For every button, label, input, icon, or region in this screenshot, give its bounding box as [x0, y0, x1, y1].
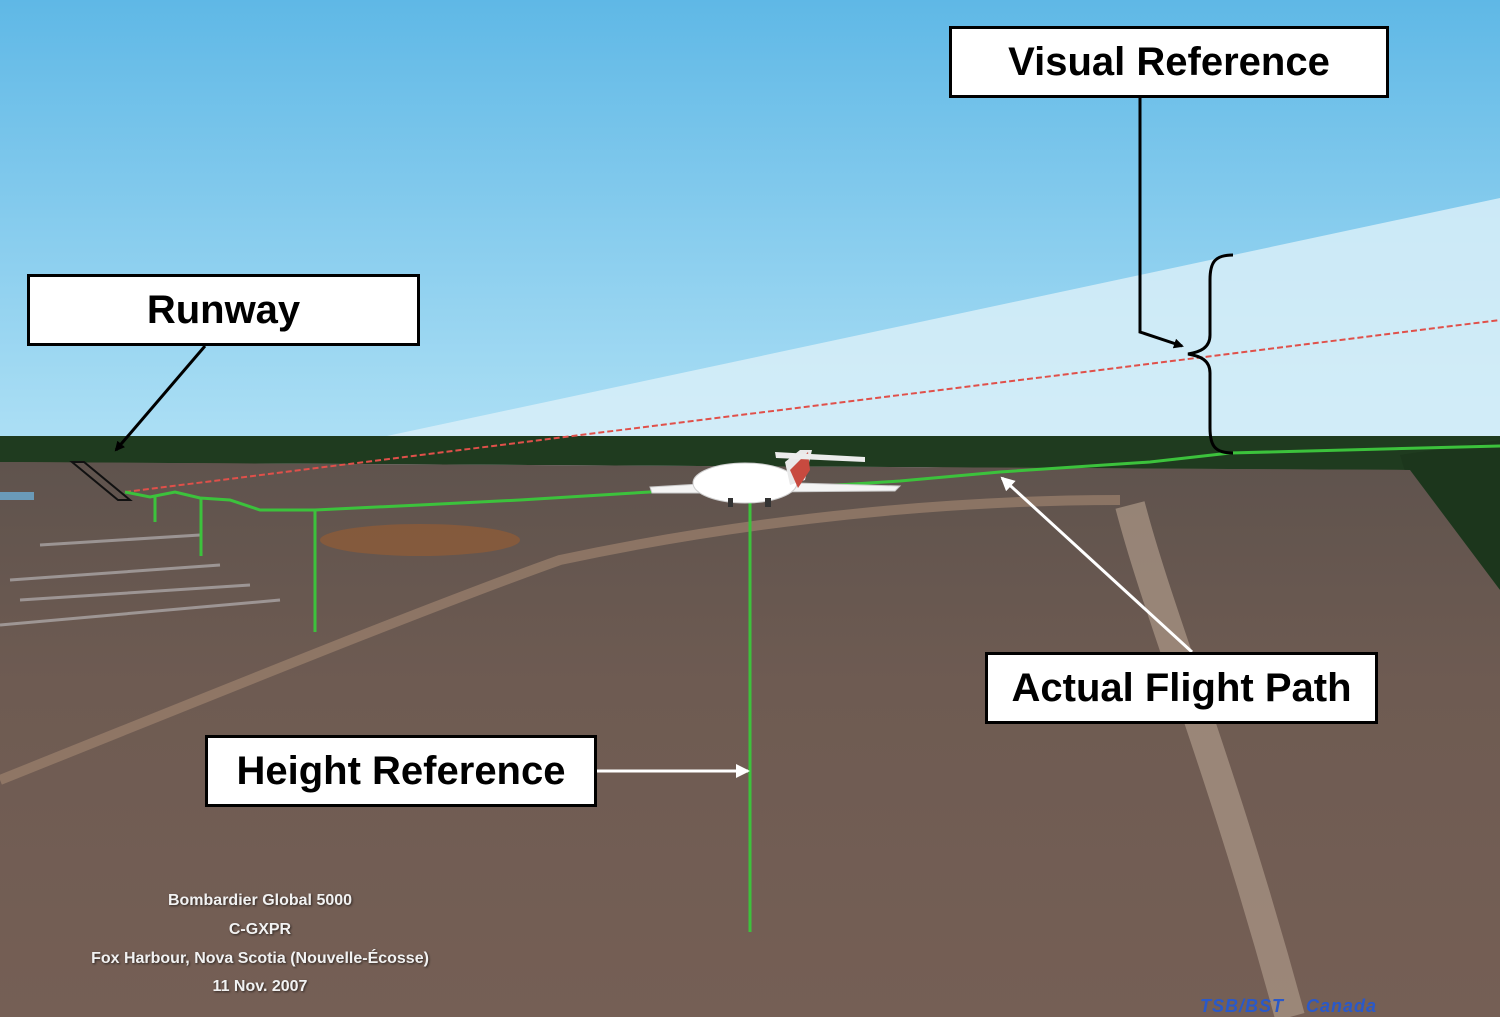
visual-reference-bracket [1187, 253, 1234, 455]
caption-location: Fox Harbour, Nova Scotia (Nouvelle-Écoss… [91, 950, 429, 967]
caption-date: 11 Nov. 2007 [212, 978, 308, 995]
visual-reference-label: Visual Reference [949, 26, 1389, 98]
height-reference-label: Height Reference [205, 735, 597, 807]
dirt-road [0, 495, 1121, 785]
lake-edge [0, 492, 34, 500]
caption-aircraft: Bombardier Global 5000 [167, 892, 353, 909]
flight-path-arrow [1000, 476, 1194, 654]
aircraft-icon [649, 450, 902, 507]
runway-label: Runway [27, 274, 420, 346]
flight-path [124, 444, 1500, 512]
treeline-hill-right [1400, 440, 1500, 590]
runway-outline [69, 461, 133, 501]
caption-registration: C-GXPR [228, 921, 292, 938]
credit-country: Canada [1306, 996, 1378, 1016]
visual-reference-arrow [1138, 97, 1184, 349]
credit-agency: TSB/BST [1200, 996, 1285, 1016]
parking-lines [0, 533, 281, 627]
visual-reference-wedge [125, 198, 1500, 492]
pond [320, 524, 520, 556]
runway-arrow [114, 345, 207, 452]
actual-flight-path-label: Actual Flight Path [985, 652, 1378, 724]
sightline [124, 319, 1500, 493]
agency-credit: TSB/BST Canada [1200, 996, 1399, 1017]
